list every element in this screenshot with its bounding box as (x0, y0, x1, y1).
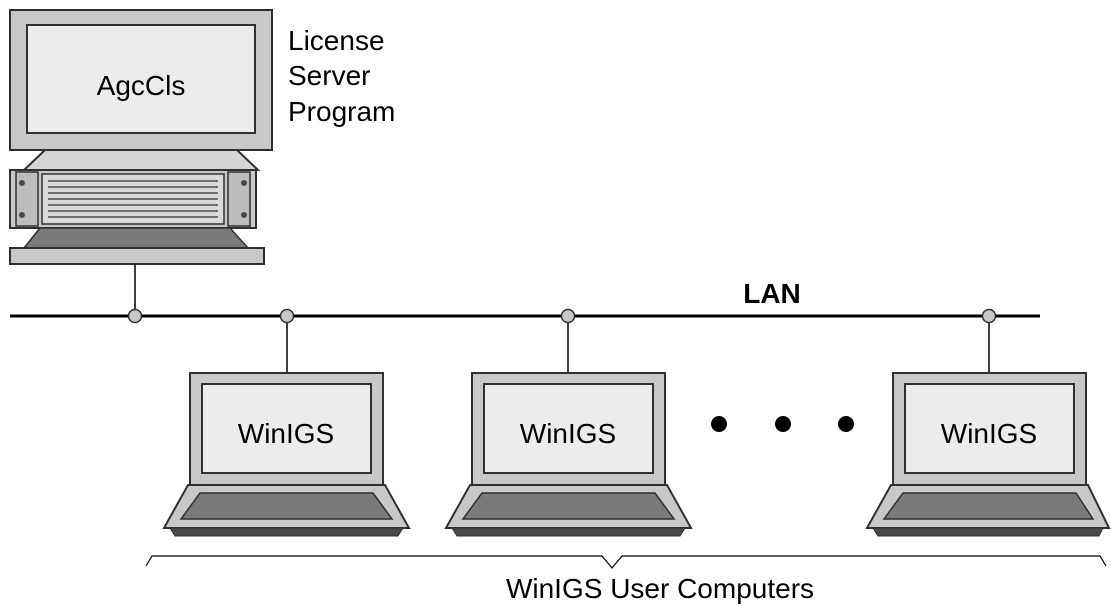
server-caption: License Server Program (288, 25, 395, 127)
client-laptop: WinIGS (162, 372, 411, 537)
server-computer: AgcCls (9, 9, 273, 265)
server-screw-icon (241, 180, 247, 186)
laptop-screen (904, 383, 1075, 474)
ellipsis-dot (711, 416, 727, 432)
laptop-base (169, 527, 404, 537)
server-base (9, 247, 265, 265)
server-ear-right (227, 171, 251, 227)
server-screw-icon (19, 212, 25, 218)
server-keyboard (22, 227, 250, 249)
laptop-base (872, 527, 1104, 537)
server-caption-line: License (288, 25, 385, 56)
network-node-icon (127, 308, 143, 324)
group-label: WinIGS User Computers (506, 573, 814, 604)
server-ear-left (15, 171, 39, 227)
server-caption-line: Program (288, 96, 395, 127)
lan-label: LAN (743, 278, 801, 309)
group-brace (145, 555, 1107, 569)
laptop-base (451, 527, 686, 537)
server-screw-icon (241, 212, 247, 218)
laptop-screen-text: WinIGS (520, 418, 616, 449)
client-laptop: WinIGS (444, 372, 693, 537)
network-node-icon (981, 308, 997, 324)
laptop-keyboard (179, 492, 394, 520)
client-laptop: WinIGS (865, 372, 1111, 537)
server-screw-icon (19, 180, 25, 186)
server-monitor-screen (26, 24, 256, 134)
laptop-keyboard (461, 492, 676, 520)
laptop-screen-text: WinIGS (238, 418, 334, 449)
server-screen-text: AgcCls (97, 70, 186, 101)
ellipsis-dot (838, 416, 854, 432)
server-vent-lines (48, 180, 218, 218)
ellipsis-dot (775, 416, 791, 432)
network-node-icon (279, 308, 295, 324)
laptop-screen (201, 383, 372, 474)
laptop-screen (483, 383, 654, 474)
laptop-keyboard (882, 492, 1095, 520)
network-node-icon (560, 308, 576, 324)
server-monitor-neck (21, 149, 261, 171)
laptop-screen-text: WinIGS (941, 418, 1037, 449)
ellipsis-dots (711, 416, 854, 432)
server-caption-line: Server (288, 60, 370, 91)
